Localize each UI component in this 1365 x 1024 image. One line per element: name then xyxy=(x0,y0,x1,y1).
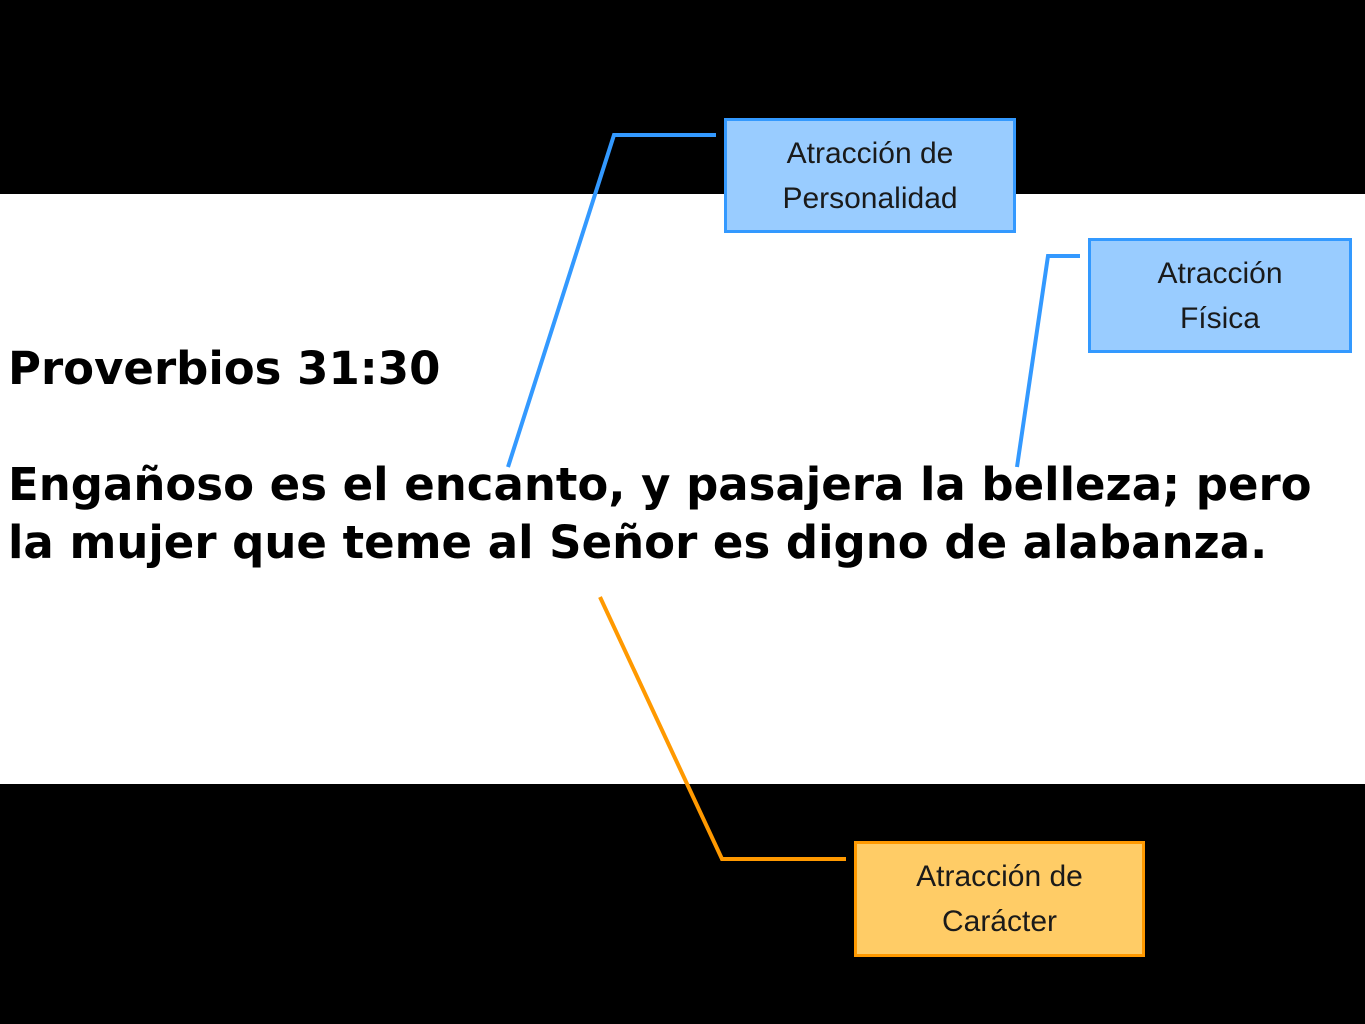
personalidad-connector-line xyxy=(506,133,716,468)
fisica-connector-line xyxy=(1015,254,1080,468)
caracter-connector-line xyxy=(598,596,846,861)
verse-text: Engañoso es el encanto, y pasajera la be… xyxy=(8,458,1312,569)
callout-caracter: Atracción de Carácter xyxy=(854,841,1145,957)
verse-reference: Proverbios 31:30 xyxy=(8,342,441,395)
callout-fisica: Atracción Física xyxy=(1088,238,1352,353)
callout-personalidad: Atracción de Personalidad xyxy=(724,118,1016,233)
verse-block: Proverbios 31:30 Engañoso es el encanto,… xyxy=(8,340,1348,572)
